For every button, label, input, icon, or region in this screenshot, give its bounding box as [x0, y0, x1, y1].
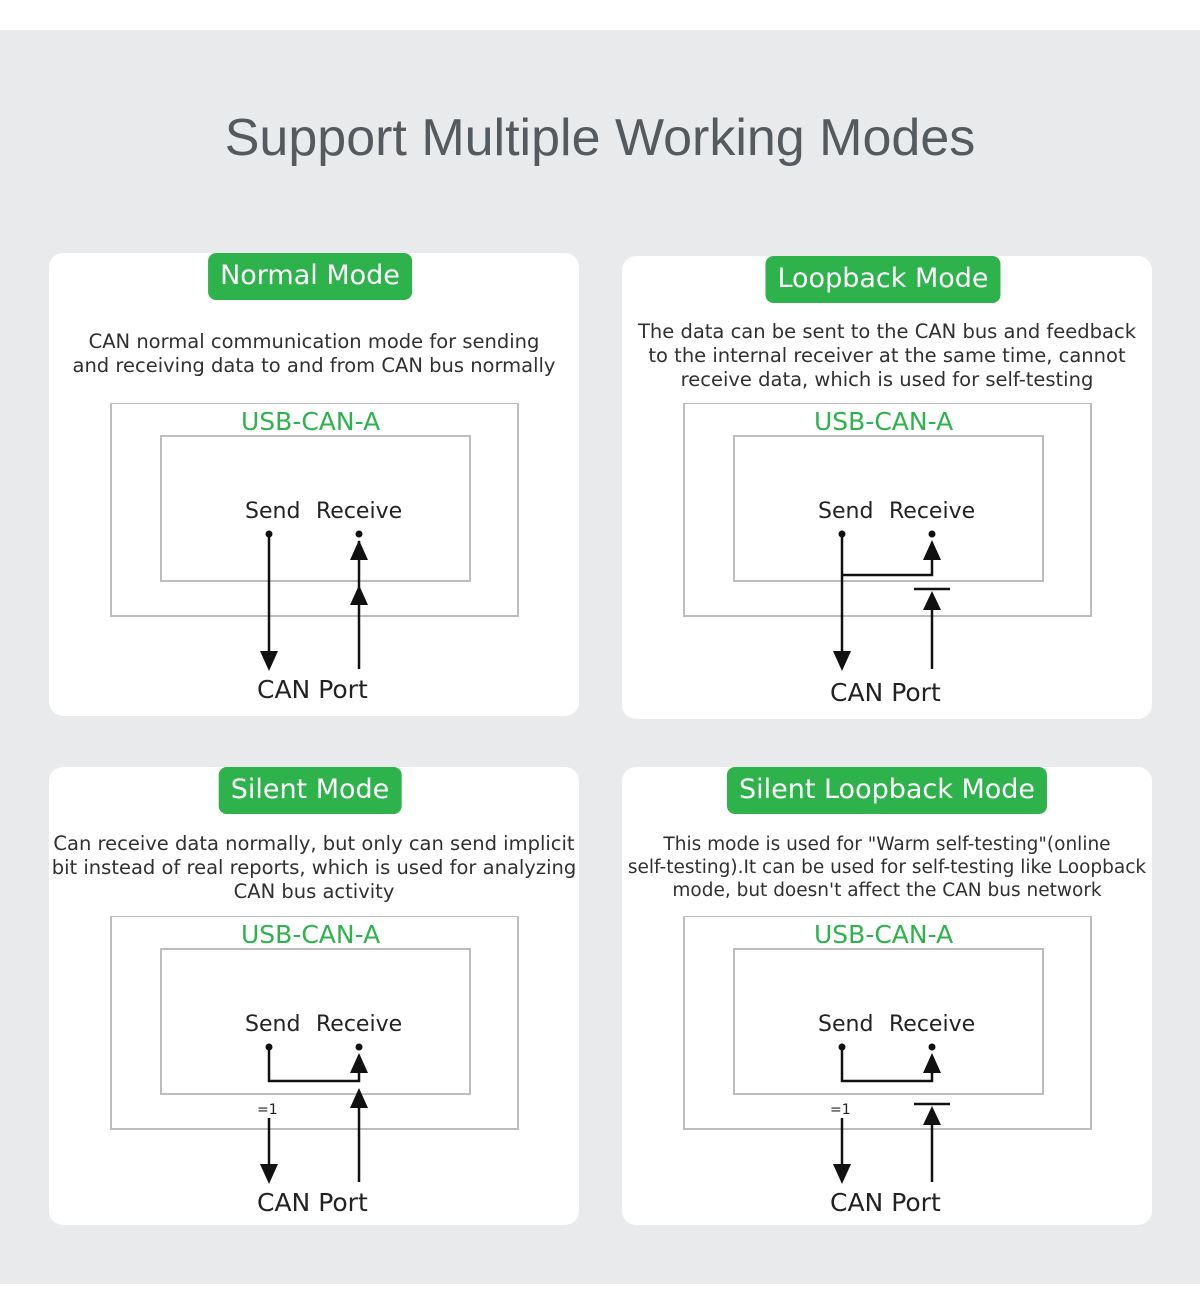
mode-description: Can receive data normally, but only can …	[49, 832, 579, 904]
loopback-arrow-icon	[923, 1053, 941, 1073]
receive-label: Receive	[316, 499, 403, 524]
device-outer-box	[683, 403, 1092, 617]
can-port-label: CAN Port	[830, 678, 941, 707]
diagram-drawing	[683, 403, 1092, 671]
can-port-label: CAN Port	[830, 1188, 941, 1217]
send-label: Send	[245, 1012, 301, 1037]
mode-card-loopback: Loopback Mode The data can be sent to th…	[622, 256, 1152, 719]
receive-arrow-icon	[350, 1088, 368, 1108]
send-arrow-icon	[833, 651, 851, 671]
mode-diagram: USB-CAN-A Send Receive =1 CAN Port	[49, 916, 579, 1236]
recessive-bit-label: =1	[257, 1102, 278, 1118]
mode-card-normal: Normal Mode CAN normal communication mod…	[49, 253, 579, 716]
description-line: bit instead of real reports, which is us…	[51, 856, 577, 879]
mode-badge: Loopback Mode	[765, 256, 1001, 303]
mode-description: This mode is used for "Warm self-testing…	[622, 833, 1152, 902]
receive-arrow-icon	[350, 540, 368, 560]
mode-diagram: USB-CAN-A Send Receive =1 CAN Port	[622, 916, 1152, 1236]
diagram-drawing	[110, 403, 519, 671]
description-line: mode, but doesn't affect the CAN bus net…	[672, 880, 1102, 901]
send-label: Send	[818, 499, 874, 524]
receive-label: Receive	[889, 1012, 976, 1037]
mode-diagram: USB-CAN-A Send Receive CAN Port	[49, 403, 579, 723]
description-line: to the internal receiver at the same tim…	[648, 344, 1126, 367]
send-label: Send	[245, 499, 301, 524]
mode-badge: Silent Loopback Mode	[726, 767, 1048, 814]
can-port-label: CAN Port	[257, 675, 368, 704]
device-inner-box	[733, 435, 1044, 582]
device-outer-box	[110, 403, 519, 617]
mode-description: CAN normal communication mode for sendin…	[49, 330, 579, 378]
loopback-path	[842, 543, 934, 577]
loopback-path	[267, 1047, 361, 1083]
loopback-path	[840, 1047, 934, 1083]
device-inner-box	[733, 948, 1044, 1095]
receive-terminal	[928, 530, 936, 538]
receive-arrow-icon	[350, 585, 368, 605]
send-arrow-icon	[260, 1164, 278, 1184]
loopback-arrow-icon	[923, 540, 941, 560]
description-line: and receiving data to and from CAN bus n…	[72, 354, 556, 377]
device-label: USB-CAN-A	[814, 920, 954, 949]
recessive-bit-label: =1	[830, 1102, 851, 1118]
mode-badge: Normal Mode	[208, 253, 412, 300]
diagram-drawing	[683, 916, 1092, 1184]
receive-terminal	[355, 1043, 363, 1051]
can-port-label: CAN Port	[257, 1188, 368, 1217]
description-line: self-testing).It can be used for self-te…	[627, 857, 1147, 878]
receive-terminal	[355, 530, 363, 538]
loopback-arrow-icon	[350, 1053, 368, 1073]
description-line: CAN normal communication mode for sendin…	[88, 330, 540, 353]
device-inner-box	[160, 435, 471, 582]
receive-terminal	[928, 1043, 936, 1051]
description-line: receive data, which is used for self-tes…	[680, 368, 1094, 391]
device-inner-box	[160, 948, 471, 1095]
send-label: Send	[818, 1012, 874, 1037]
receive-label: Receive	[316, 1012, 403, 1037]
mode-card-silent-loopback: Silent Loopback Mode This mode is used f…	[622, 767, 1152, 1225]
mode-diagram: USB-CAN-A Send Receive CAN Port	[622, 403, 1152, 723]
bus-arrow-icon	[923, 1106, 941, 1125]
device-outer-box	[110, 916, 519, 1130]
receive-label: Receive	[889, 499, 976, 524]
mode-badge: Silent Mode	[218, 767, 402, 814]
description-line: This mode is used for "Warm self-testing…	[663, 834, 1111, 855]
page-title: Support Multiple Working Modes	[224, 109, 976, 167]
device-label: USB-CAN-A	[241, 407, 381, 436]
device-label: USB-CAN-A	[814, 407, 954, 436]
mode-card-silent: Silent Mode Can receive data normally, b…	[49, 767, 579, 1225]
description-line: Can receive data normally, but only can …	[53, 832, 575, 855]
device-label: USB-CAN-A	[241, 920, 381, 949]
bus-arrow-icon	[923, 591, 941, 610]
send-arrow-icon	[833, 1164, 851, 1184]
send-arrow-icon	[260, 651, 278, 671]
description-line: CAN bus activity	[233, 880, 395, 903]
device-outer-box	[683, 916, 1092, 1130]
description-line: The data can be sent to the CAN bus and …	[637, 320, 1137, 343]
mode-description: The data can be sent to the CAN bus and …	[622, 320, 1152, 392]
diagram-drawing	[110, 916, 519, 1184]
